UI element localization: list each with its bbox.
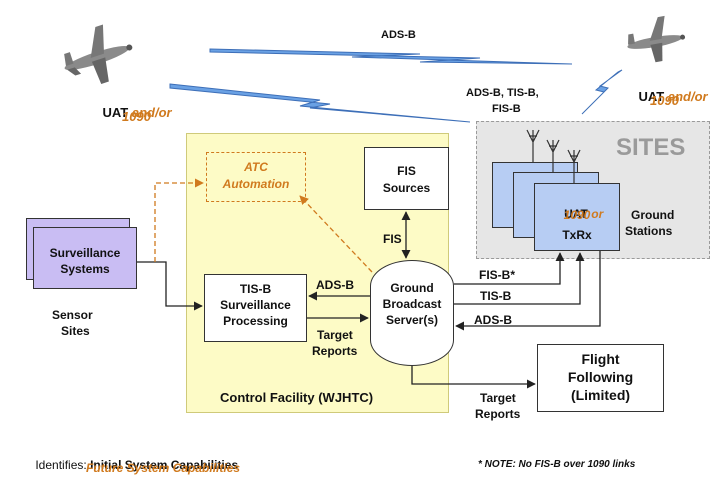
surveillance-line1: Surveillance xyxy=(49,246,121,260)
control-facility-label: Control Facility (WJHTC) xyxy=(220,390,374,405)
uplink-label-line2: FIS-B xyxy=(492,103,521,115)
aircraft-left-uat: UAT xyxy=(102,105,129,120)
aircraft-right-uat: UAT xyxy=(638,89,665,104)
fis-link-label: FIS xyxy=(383,232,402,246)
surveillance-line2: Systems xyxy=(60,262,110,276)
gbs-line2: Broadcast xyxy=(382,297,442,311)
aircraft-left-1090: 1090 xyxy=(122,109,151,124)
tisb-processing-box xyxy=(204,274,307,342)
adsb-arrow-label: ADS-B xyxy=(316,278,354,292)
antenna-2-icon xyxy=(546,139,560,172)
aircraft-right-label: UAT and/or xyxy=(624,76,708,118)
aircraft-right-icon xyxy=(627,15,686,63)
flight-following-line3: (Limited) xyxy=(570,387,631,403)
aircraft-left-andor: and/or xyxy=(131,105,172,120)
tisb-line3: Processing xyxy=(223,314,288,328)
target-reports-cf-line2: Reports xyxy=(312,344,358,358)
antenna-1-icon xyxy=(526,129,540,162)
adsb-top-label: ADS-B xyxy=(381,29,416,41)
uplink-label-line1: ADS-B, TIS-B, xyxy=(466,87,539,99)
legend-future: Future System Capabilities xyxy=(86,461,241,475)
legend-note: * NOTE: No FIS-B over 1090 links xyxy=(478,459,636,470)
flight-following-box xyxy=(537,344,664,412)
target-reports-ff-line1: Target xyxy=(480,391,516,405)
flight-following-line2: Following xyxy=(567,369,634,385)
radio-label-line1: UAT or xyxy=(534,193,620,235)
sensor-sites-line2: Sites xyxy=(61,324,90,338)
legend-initial: Identifies: Initial System Capabilities xyxy=(22,444,238,486)
tisb-line1: TIS-B xyxy=(239,282,272,296)
radio-uat: UAT xyxy=(564,207,588,221)
aircraft-right-1090: 1090 xyxy=(650,93,679,108)
flight-following-line1: Flight xyxy=(581,351,620,367)
atc-line1: ATC xyxy=(244,160,268,174)
ground-stations-line1: Ground xyxy=(631,208,675,222)
sites-title: SITES xyxy=(616,134,686,161)
radio-txrx: TxRx xyxy=(562,228,592,242)
aircraft-left-icon xyxy=(64,24,133,84)
radio-stack-front xyxy=(534,183,620,251)
adsb-return-label: ADS-B xyxy=(474,313,512,327)
fis-sources-line1: FIS xyxy=(397,164,416,178)
atc-line2: Automation xyxy=(222,177,290,191)
radio-or: or xyxy=(591,207,604,221)
fisb-arrow-label: FIS-B* xyxy=(479,268,515,282)
uplink-bolt xyxy=(581,69,623,115)
adsb-diagonal-bolt xyxy=(169,83,471,123)
adsb-top-bolt xyxy=(209,48,573,65)
tisb-arrow-label: TIS-B xyxy=(480,289,512,303)
target-reports-ff-line2: Reports xyxy=(475,407,521,421)
tisb-line2: Surveillance xyxy=(220,298,291,312)
atc-automation-box xyxy=(206,152,306,202)
ground-stations-line2: Stations xyxy=(625,224,673,238)
gbs-line3: Server(s) xyxy=(385,313,439,327)
antenna-3-icon xyxy=(567,149,581,183)
target-reports-cf-line1: Target xyxy=(317,328,353,342)
gbs-line1: Ground xyxy=(390,281,434,295)
aircraft-right-andor: and/or xyxy=(667,89,708,104)
sensor-sites-line1: Sensor xyxy=(52,308,93,322)
surveillance-systems-front xyxy=(33,227,137,289)
radio-1090: 1090 xyxy=(563,208,591,222)
legend-initial-text: Initial System Capabilities xyxy=(90,458,239,472)
ground-broadcast-server xyxy=(370,260,454,366)
legend-identifies: Identifies: xyxy=(35,458,87,472)
fis-sources-line2: Sources xyxy=(382,181,431,195)
fis-sources-box xyxy=(364,147,449,210)
aircraft-left-label: UAT and/or xyxy=(88,92,172,134)
